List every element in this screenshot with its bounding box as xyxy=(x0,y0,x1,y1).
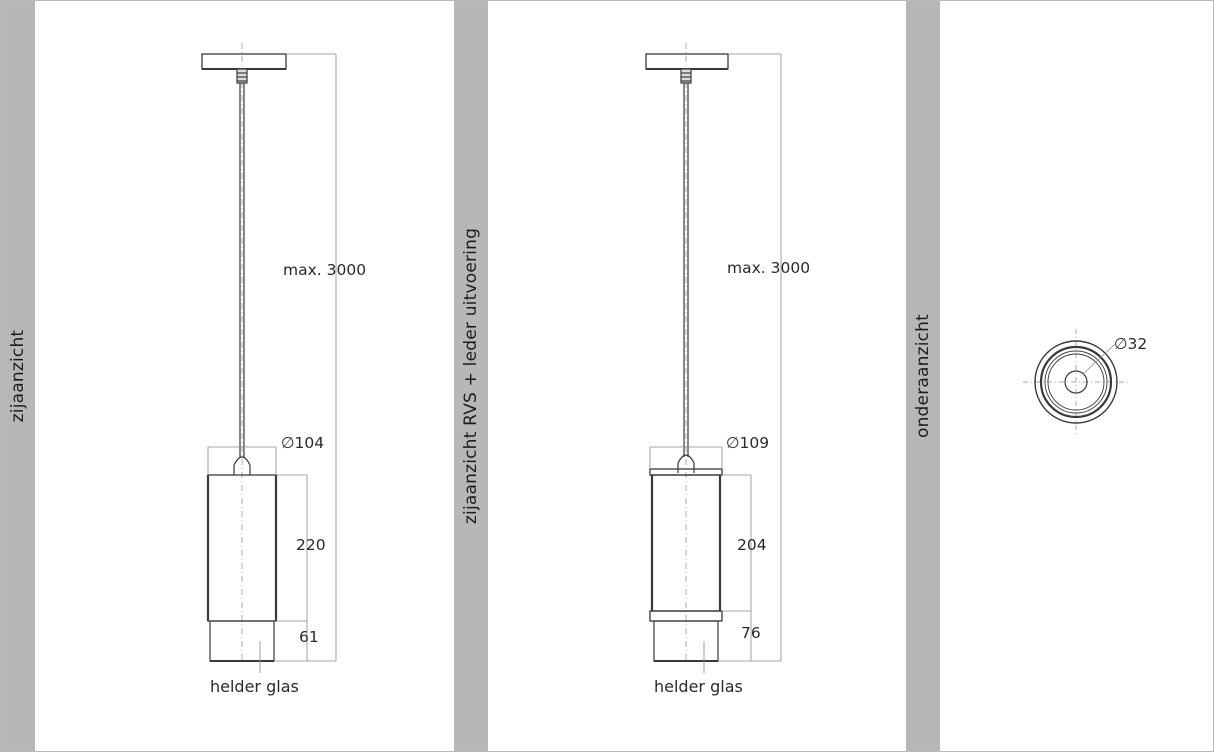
dim-upper-rvs: 204 xyxy=(737,536,767,554)
view-band-side: zijaanzicht xyxy=(1,1,35,751)
dim-lower-side: 61 xyxy=(299,628,319,646)
pendant-lamp-bottom-view xyxy=(1023,329,1131,435)
material-label-side: helder glas xyxy=(210,677,299,696)
dim-upper-side: 220 xyxy=(296,536,326,554)
material-label-rvs: helder glas xyxy=(654,677,743,696)
dim-height-total-rvs: max. 3000 xyxy=(727,259,810,277)
view-band-side-rvs: zijaanzicht RVS + leder uitvoering xyxy=(454,1,488,751)
view-band-bottom: onderaanzicht xyxy=(906,1,940,751)
dim-lower-rvs: 76 xyxy=(741,624,761,642)
pendant-lamp-rvs-side-view xyxy=(645,43,782,673)
pendant-lamp-side-view xyxy=(201,43,337,673)
dim-diameter-bottom: ∅32 xyxy=(1114,335,1147,353)
dim-height-total-side: max. 3000 xyxy=(283,261,366,279)
dim-diameter-side: ∅104 xyxy=(281,434,324,452)
dim-diameter-rvs: ∅109 xyxy=(726,434,769,452)
